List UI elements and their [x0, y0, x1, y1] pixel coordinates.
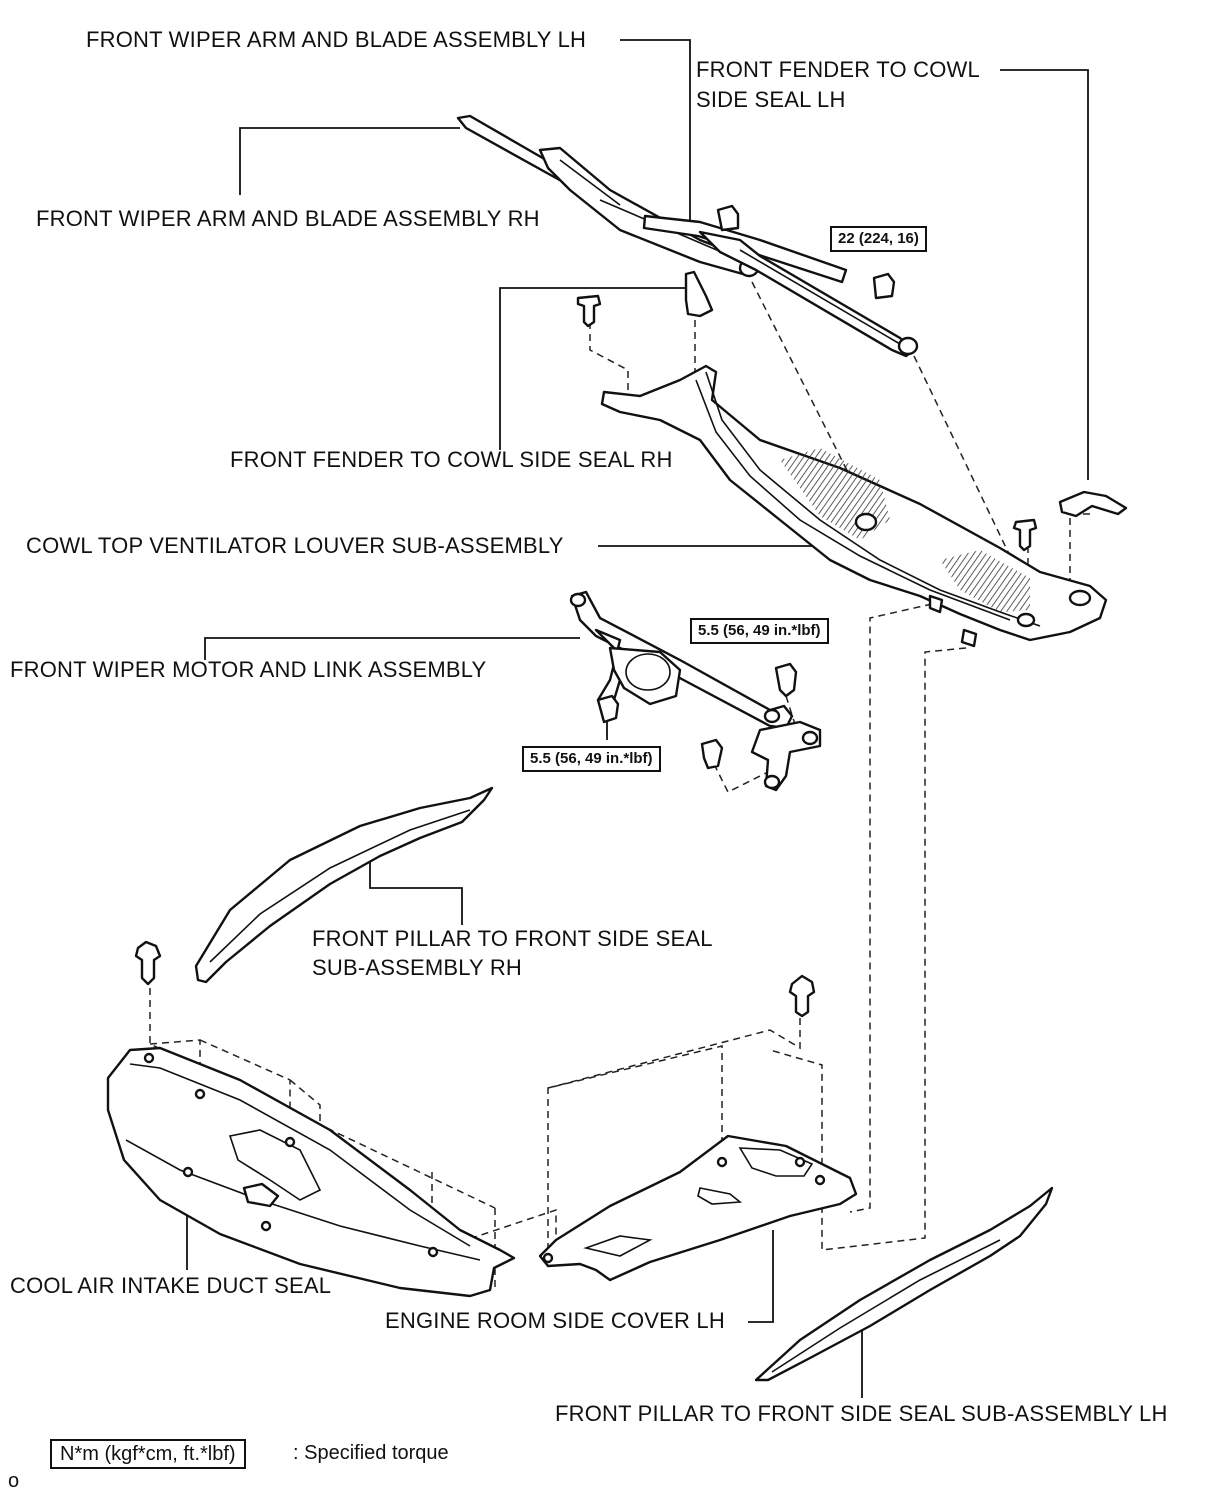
legend-torque-box: N*m (kgf*cm, ft.*lbf)	[50, 1439, 246, 1469]
torque-motor-bolt-lower: 5.5 (56, 49 in.*lbf)	[522, 746, 661, 772]
cool-air-intake-seal	[106, 1046, 516, 1298]
pillar-seal-lh	[754, 1186, 1054, 1382]
label-engine-cover-lh: ENGINE ROOM SIDE COVER LH	[385, 1308, 725, 1333]
label-wiper-arm-rh: FRONT WIPER ARM AND BLADE ASSEMBLY RH	[36, 206, 540, 231]
footer-mark: o	[8, 1470, 20, 1492]
wiper-motor-link	[569, 590, 822, 792]
engine-room-cover-lh	[538, 1134, 858, 1282]
label-fender-seal-rh: FRONT FENDER TO COWL SIDE SEAL RH	[230, 447, 673, 472]
torque-wiper-nut: 22 (224, 16)	[830, 226, 927, 252]
legend-torque-text: : Specified torque	[293, 1442, 449, 1464]
label-fender-seal-lh-line1: FRONT FENDER TO COWL	[696, 57, 980, 82]
pillar-seal-rh	[194, 786, 494, 984]
torque-motor-bolt-upper: 5.5 (56, 49 in.*lbf)	[690, 618, 829, 644]
wiper-arm-lh	[642, 204, 919, 358]
fender-seal-rh	[684, 270, 714, 318]
label-cowl-louver: COWL TOP VENTILATOR LOUVER SUB-ASSEMBLY	[26, 533, 564, 558]
wiper-arm-rh	[456, 114, 760, 278]
label-pillar-seal-rh-line1: FRONT PILLAR TO FRONT SIDE SEAL	[312, 926, 713, 951]
label-wiper-motor: FRONT WIPER MOTOR AND LINK ASSEMBLY	[10, 657, 487, 682]
label-cool-air-seal: COOL AIR INTAKE DUCT SEAL	[10, 1273, 332, 1298]
label-pillar-seal-lh: FRONT PILLAR TO FRONT SIDE SEAL SUB-ASSE…	[555, 1401, 1168, 1426]
label-fender-seal-lh-line2: SIDE SEAL LH	[696, 87, 846, 112]
label-pillar-seal-rh-line2: SUB-ASSEMBLY RH	[312, 955, 523, 980]
clips-lower	[134, 940, 816, 1018]
cowl-louver	[600, 364, 1108, 648]
label-wiper-arm-lh: FRONT WIPER ARM AND BLADE ASSEMBLY LH	[86, 27, 587, 52]
fender-seal-lh	[1058, 490, 1128, 518]
alignment-dashes	[149, 281, 1090, 1290]
clips-upper	[576, 294, 1038, 552]
leader-lines	[186, 39, 1089, 1398]
